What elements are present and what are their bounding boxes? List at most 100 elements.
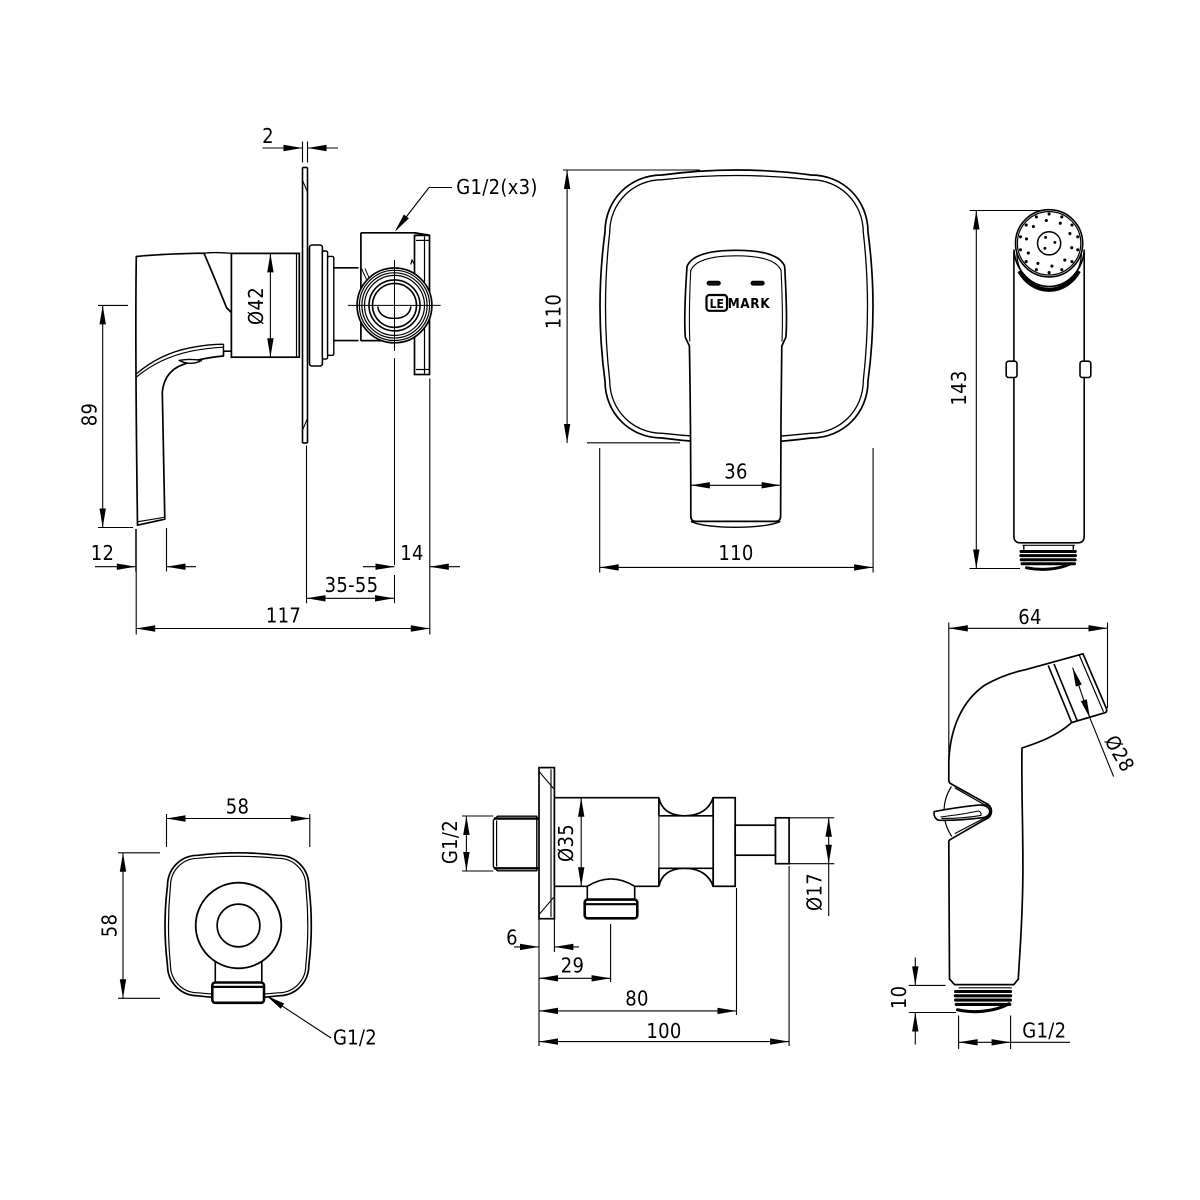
dim-holder-offset: [717, 1007, 737, 1015]
dim-body-diameter: [578, 867, 585, 887]
dim-outlet-offset: 29: [561, 954, 585, 978]
view-mixer-side: 2 G1/2(x3) Ø42 89 12 14 35-55 117: [78, 124, 537, 635]
bracket-plate-side: [539, 771, 555, 790]
view-mixer-front: LE MARK 110 36 110: [541, 169, 874, 573]
dim-shower-length: [973, 549, 980, 569]
dim-head-diameter: [1089, 717, 1115, 777]
dim-body-diameter: [578, 797, 585, 817]
spray-face: [1060, 215, 1064, 219]
hanging-hook: [940, 810, 982, 819]
dim-plate-thickness-6: [554, 943, 574, 951]
spray-face: [1036, 230, 1062, 256]
dim-pin-diameter: [825, 844, 832, 864]
view-hand-shower-side: 64 Ø28 10 G1/2: [887, 605, 1140, 1049]
dim-bracket-depth: [770, 1038, 790, 1045]
mounting-rings: [321, 250, 329, 360]
dim-flange-offset: [375, 563, 395, 570]
dim-plate-height: [563, 170, 571, 189]
dim-cartridge-diameter: [267, 253, 274, 273]
dim-outlet-offset: [591, 975, 611, 982]
spray-face: [1026, 251, 1030, 255]
wall-plate-side: [302, 180, 308, 192]
spray-face: [1036, 261, 1040, 265]
dim-bracket-height: [119, 852, 127, 872]
dim-plate-thickness: [307, 144, 327, 152]
mixer-handle-front: [688, 270, 692, 342]
body-flange: [414, 231, 430, 237]
dim-plate-thickness: [283, 144, 303, 152]
spray-face: [1018, 235, 1023, 239]
mixer-handle-side: [136, 343, 224, 375]
spray-face: [1024, 223, 1028, 227]
brand-logo-boxed: LE: [710, 297, 724, 311]
outlet-spout: [586, 878, 636, 887]
dim-overall-depth: [136, 625, 156, 632]
view-hand-shower-front: 143: [947, 208, 1092, 571]
label-shower-thread: G1/2: [1022, 1019, 1066, 1043]
wall-plate-side: [302, 418, 308, 430]
valve-body-detail: [410, 259, 415, 265]
dim-bracket-depth: [539, 1038, 558, 1045]
mixer-handle-front: [750, 280, 765, 286]
dim-plate-height: 110: [541, 294, 565, 329]
hanging-hook-notch: [984, 803, 992, 819]
bracket-boss: [216, 903, 261, 948]
dim-head-diameter: Ø28: [1100, 731, 1140, 776]
hanging-hook-notch: [954, 817, 985, 835]
spray-face: [1047, 212, 1051, 216]
dim-flange-offset: 14: [400, 541, 424, 565]
bracket-boss: [194, 881, 283, 970]
mounting-rings: [308, 244, 324, 367]
inlet-nipple: [492, 815, 538, 872]
cartridge-cover: [230, 252, 301, 359]
dim-head-diameter: [1080, 699, 1090, 719]
dim-inlet-thread: [463, 852, 470, 871]
dim-thread-length: [912, 966, 919, 986]
dim-shower-length: [973, 210, 980, 230]
dim-connection-thread: [991, 1039, 1011, 1046]
dim-holder-offset: 80: [625, 986, 649, 1010]
dim-bracket-width: 58: [226, 795, 250, 819]
mixer-handle-side: [136, 346, 224, 378]
dim-head-diameter: [1072, 667, 1082, 687]
spray-face: [1070, 246, 1074, 250]
dim-plate-width: [599, 564, 619, 571]
dim-flange-offset: [429, 563, 449, 570]
bracket-plate-side: [538, 766, 556, 920]
dim-handle-drop: [99, 305, 106, 325]
spray-face: [1047, 271, 1051, 275]
dim-holder-offset: [539, 1007, 558, 1015]
dim-bracket-height: 58: [97, 914, 121, 938]
spray-face: [1016, 211, 1082, 276]
mixer-handle-side: [137, 516, 165, 523]
mounting-rings: [326, 255, 335, 356]
mixer-handle-side: [203, 251, 232, 255]
holder-clip-tabs: [1005, 360, 1018, 379]
shower-outlet-threads: [955, 1002, 1011, 1014]
dim-thread-length: 10: [887, 986, 911, 1010]
dim-handle-width: [690, 482, 710, 489]
dim-shower-length: 143: [947, 370, 971, 405]
mixer-handle-side: [178, 358, 203, 364]
bracket-plate-side: [539, 896, 555, 915]
dim-plate-thickness: 2: [262, 124, 274, 148]
dim-handle-tip-width: [166, 563, 186, 570]
dim-pin-diameter: [825, 817, 832, 837]
dim-bracket-width: [290, 815, 310, 822]
holder-spool: [658, 867, 715, 887]
dim-cartridge-diameter: Ø42: [244, 287, 268, 325]
shower-silhouette-side: [947, 652, 1108, 986]
dim-thread-length: [912, 1012, 919, 1032]
label-bracket-thread: G1/2: [333, 1026, 377, 1050]
holder-pin: [734, 824, 777, 857]
bracket-outlet-nut: [211, 981, 266, 1005]
dim-pin-diameter: Ø17: [803, 873, 827, 911]
dim-mount-depth-range: 35-55: [325, 573, 379, 597]
dim-handle-width: 36: [724, 460, 748, 484]
dim-overall-depth: [410, 625, 430, 632]
shower-head-rings: [1078, 654, 1105, 713]
dim-handle-tip-width: 12: [91, 541, 115, 565]
shower-body-front: [1013, 535, 1085, 544]
spray-face: [1031, 224, 1035, 229]
